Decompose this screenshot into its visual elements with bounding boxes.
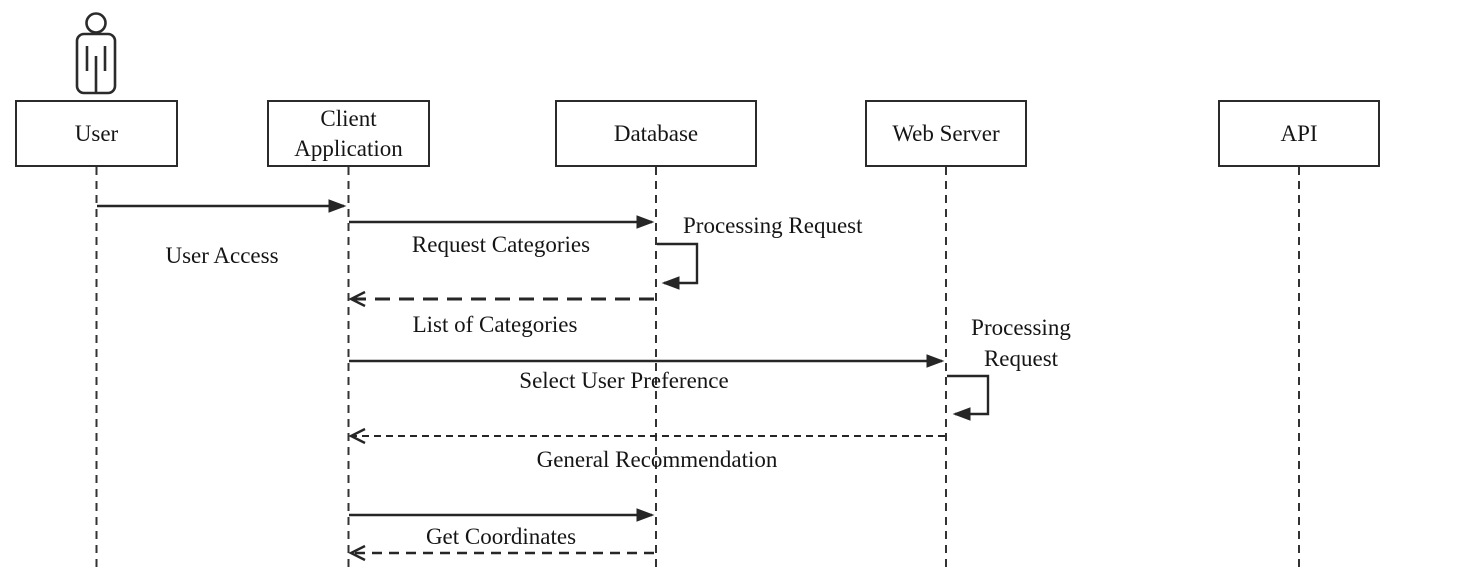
participant-client-application-label: Client Application (294, 105, 403, 161)
message-label-user-access: User Access (165, 243, 279, 268)
actor-body (75, 32, 117, 95)
participant-database-label: Database (613, 120, 699, 146)
participant-client-application: Client Application (267, 100, 430, 167)
actor-head (85, 12, 107, 34)
message-label-get-coordinates: Get Coordinates (425, 524, 577, 549)
participant-user-label: User (74, 120, 119, 146)
message-label-processing-request-web-server: Processing Request (971, 315, 1071, 371)
participant-web-server-label: Web Server (892, 120, 1000, 146)
message-label-general-recommendation: General Recommendation (536, 447, 778, 472)
participant-api: API (1218, 100, 1380, 167)
message-label-request-categories: Request Categories (411, 232, 591, 257)
person-outline-icon (75, 12, 117, 95)
participant-database: Database (555, 100, 757, 167)
self-loop-database-processing-request (657, 242, 699, 290)
participant-api-label: API (1280, 120, 1318, 146)
participant-user: User (15, 100, 178, 167)
message-label-list-of-categories: List of Categories (412, 312, 578, 337)
self-loop-web-server-processing-request (947, 374, 990, 421)
message-label-select-user-preference: Select User Preference (519, 368, 729, 393)
message-label-processing-request-database: Processing Request (683, 213, 863, 238)
participant-web-server: Web Server (865, 100, 1027, 167)
